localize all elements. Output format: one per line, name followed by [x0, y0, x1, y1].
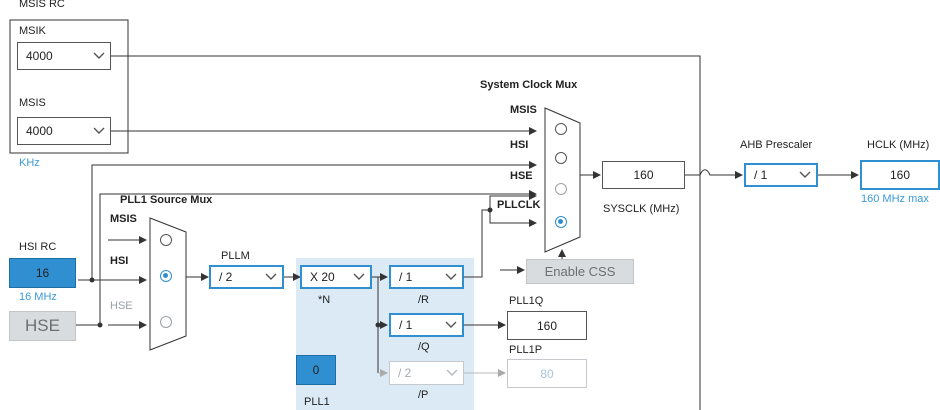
sys-mux-radio-hse[interactable] [555, 183, 567, 195]
hclk-value-box[interactable]: 160 [860, 160, 940, 190]
pll-src-radio-msis[interactable] [160, 234, 172, 246]
pllr-select[interactable]: / 1 [389, 265, 464, 289]
pll1p-value-box[interactable]: 80 [507, 359, 587, 388]
msis-label: MSIS [19, 97, 46, 109]
ahb-prescaler-select[interactable]: / 1 [744, 163, 818, 187]
chevron-down-icon [88, 127, 110, 135]
pllm-value: / 2 [219, 270, 233, 284]
msik-value: 4000 [26, 49, 53, 63]
chevron-down-icon [88, 52, 110, 60]
ahb-prescaler-label: AHB Prescaler [740, 139, 813, 151]
pll-src-input-msis: MSIS [110, 213, 137, 225]
pllm-label: PLLM [221, 250, 250, 262]
pll1-source-mux-title: PLL1 Source Mux [120, 194, 213, 206]
sys-mux-radio-msis[interactable] [555, 123, 567, 135]
pllq-select[interactable]: / 1 [389, 313, 464, 337]
plln-select[interactable]: X 20 [300, 265, 372, 289]
hclk-max-label: 160 MHz max [861, 193, 929, 205]
pll-src-radio-hsi[interactable] [160, 270, 172, 282]
hsi-rc-title: HSI RC [19, 241, 57, 253]
sys-mux-input-hsi: HSI [510, 139, 529, 151]
pll1-source-mux-shape [149, 217, 187, 351]
pll1p-label: PLL1P [509, 344, 543, 356]
chevron-down-icon [260, 273, 282, 281]
hsi-rc-freq: 16 MHz [19, 291, 57, 303]
sys-mux-radio-pllclk[interactable] [555, 216, 567, 228]
hse-button[interactable]: HSE [9, 311, 76, 341]
sysclk-label: SYSCLK (MHz) [603, 203, 680, 215]
system-clock-mux-shape [544, 107, 581, 253]
pll1q-value-box[interactable]: 160 [507, 311, 587, 340]
pllm-select[interactable]: / 2 [209, 265, 284, 289]
msis-rc-title: MSIS RC [19, 0, 65, 10]
pll1-value-box[interactable]: 0 [296, 355, 336, 385]
sys-mux-input-msis: MSIS [510, 104, 537, 116]
pllp-value: / 2 [398, 366, 412, 380]
msik-select[interactable]: 4000 [17, 42, 111, 70]
msis-unit: KHz [19, 157, 40, 169]
pllr-label: /R [418, 294, 429, 306]
pllq-label: /Q [418, 341, 430, 353]
plln-label: *N [318, 294, 331, 306]
pll-src-input-hse: HSE [110, 300, 133, 312]
chevron-down-icon [441, 369, 463, 377]
pll1q-label: PLL1Q [509, 295, 544, 307]
sys-mux-input-pllclk: PLLCLK [497, 199, 541, 211]
plln-value: X 20 [310, 270, 335, 284]
pll-src-radio-hse[interactable] [160, 316, 172, 328]
msis-select[interactable]: 4000 [17, 117, 111, 145]
chevron-down-icon [440, 273, 462, 281]
chevron-down-icon [348, 273, 370, 281]
pll-src-input-hsi: HSI [110, 255, 129, 267]
msik-label: MSIK [19, 25, 46, 37]
enable-css-button[interactable]: Enable CSS [526, 259, 634, 284]
sysclk-value-box[interactable]: 160 [602, 161, 685, 189]
sys-mux-input-hse: HSE [510, 170, 533, 182]
pllr-value: / 1 [399, 270, 413, 284]
msis-value: 4000 [26, 124, 53, 138]
hsi-rc-value-box[interactable]: 16 [9, 258, 76, 288]
system-clock-mux-title: System Clock Mux [480, 79, 578, 91]
msis-rc-frame [9, 19, 129, 154]
pllp-label: /P [418, 389, 429, 401]
ahb-prescaler-value: / 1 [754, 168, 768, 182]
pllp-select[interactable]: / 2 [389, 361, 464, 385]
hclk-label: HCLK (MHz) [867, 139, 930, 151]
sys-mux-radio-hsi[interactable] [555, 152, 567, 164]
chevron-down-icon [794, 171, 816, 179]
chevron-down-icon [440, 321, 462, 329]
pll1-label: PLL1 [304, 396, 330, 408]
pllq-value: / 1 [399, 318, 413, 332]
